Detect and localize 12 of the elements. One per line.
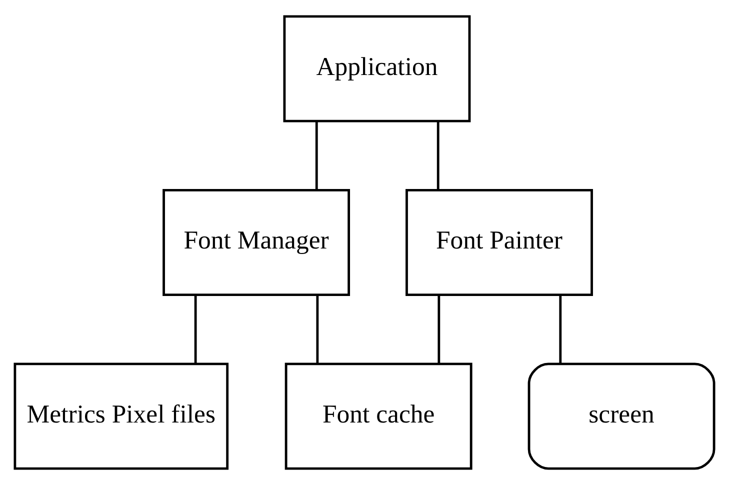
connector xyxy=(438,294,440,364)
node-box: Metrics Pixel files xyxy=(14,362,229,470)
connector xyxy=(315,120,318,190)
node-box: screen xyxy=(528,362,716,470)
connector xyxy=(194,294,197,364)
node-box: Font Manager xyxy=(162,188,350,296)
node-box: Font cache xyxy=(284,362,472,470)
connector xyxy=(436,120,440,190)
node-box: Application xyxy=(283,14,471,122)
node-box: Font Painter xyxy=(406,188,593,296)
connector xyxy=(559,294,562,364)
connector xyxy=(316,294,319,364)
